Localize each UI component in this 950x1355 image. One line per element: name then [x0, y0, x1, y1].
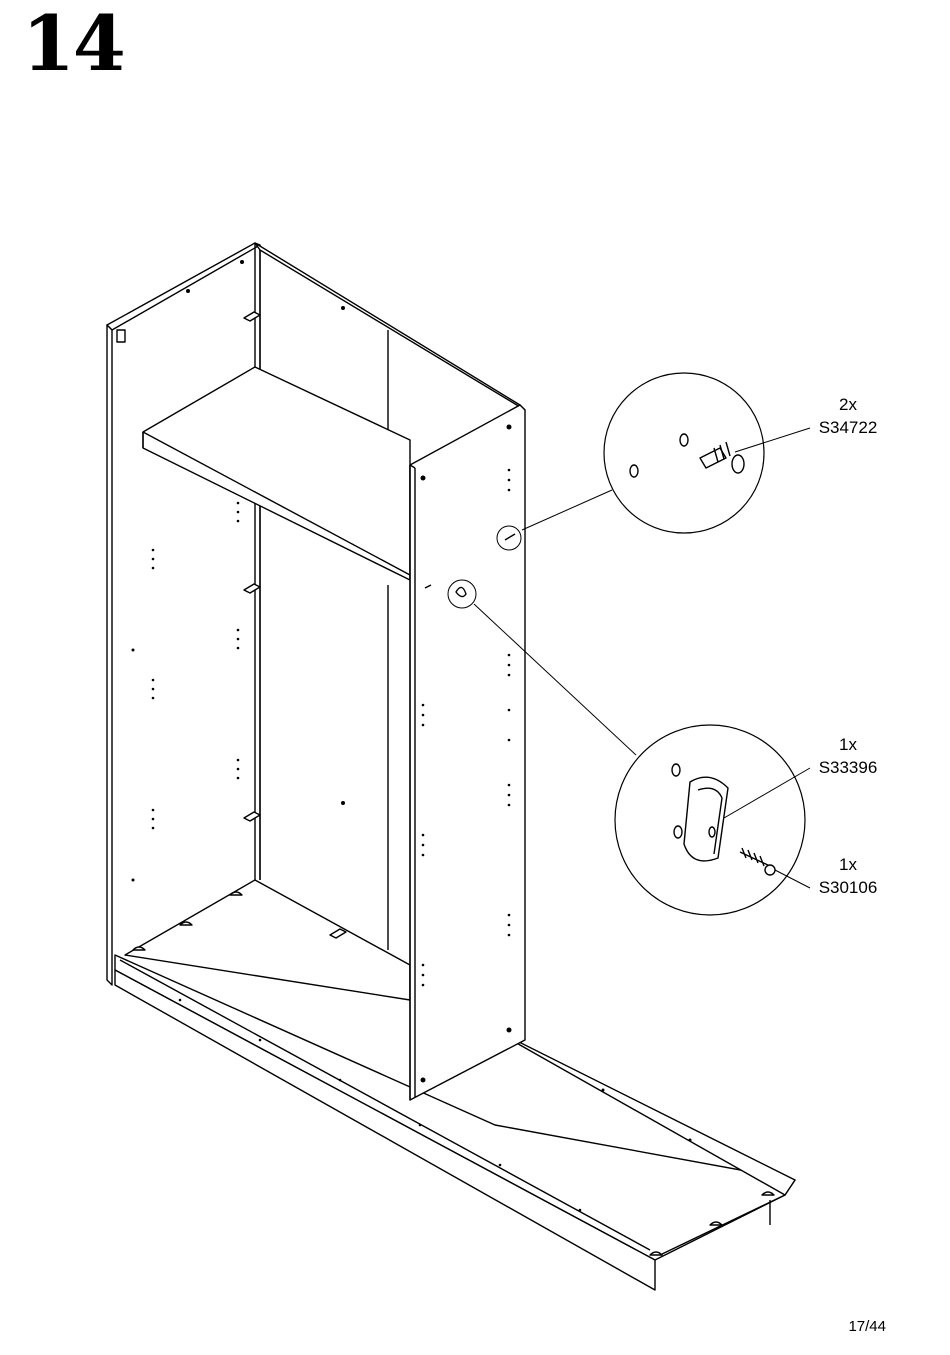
part-quantity: 2x — [812, 393, 884, 416]
part-label-rail-holder: 1x S33396 — [812, 733, 884, 779]
part-quantity: 1x — [812, 853, 884, 876]
page-number: 17/44 — [848, 1318, 886, 1335]
part-label-screw: 1x S30106 — [812, 853, 884, 899]
part-code: S30106 — [812, 876, 884, 899]
callout-circle-dowel — [604, 373, 764, 533]
shelf — [143, 367, 410, 580]
left-side-panel — [107, 243, 260, 985]
part-label-dowel: 2x S34722 — [812, 393, 884, 439]
divider-panel — [410, 405, 525, 1100]
callout-circle-rail-holder — [615, 725, 805, 915]
part-quantity: 1x — [812, 733, 884, 756]
part-code: S34722 — [812, 416, 884, 439]
part-code: S33396 — [812, 756, 884, 779]
